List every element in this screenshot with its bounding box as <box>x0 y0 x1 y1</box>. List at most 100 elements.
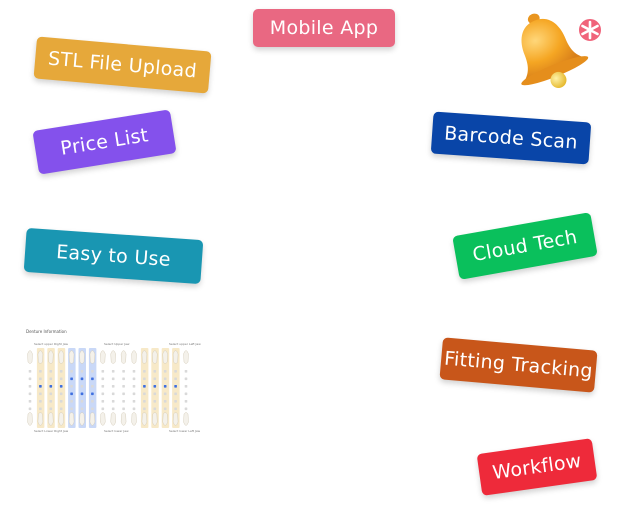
upper-tooth <box>120 350 127 364</box>
tooth-status-dot <box>91 400 94 403</box>
chart-column-bg <box>151 348 159 428</box>
tooth-status-dot <box>39 385 42 388</box>
tooth-status-dot <box>70 377 73 381</box>
workflow-label: Workflow <box>491 449 583 485</box>
tooth-status-dot <box>122 407 125 411</box>
tooth-status-dot <box>80 385 84 388</box>
lower-tooth <box>89 412 96 426</box>
tooth-status-dot <box>132 385 136 388</box>
tooth-status-dot <box>70 370 73 373</box>
mobile-app-tag[interactable]: Mobile App <box>253 9 395 47</box>
tooth-status-dot <box>91 392 94 396</box>
tooth-status-dot <box>28 392 32 396</box>
tooth-status-dot <box>91 377 94 381</box>
tooth-status-dot <box>91 370 94 373</box>
tooth-status-dot <box>184 392 188 396</box>
easy-to-use-tag[interactable]: Easy to Use <box>23 227 204 285</box>
tooth-status-dot <box>143 407 146 411</box>
tooth-status-dot <box>122 377 125 381</box>
quadrant-label-upper-right: Select upper Right Jaw <box>34 342 68 346</box>
fitting-tracking-label: Fitting Tracking <box>443 347 594 383</box>
upper-tooth <box>141 350 148 364</box>
tooth-status-dot <box>143 385 146 388</box>
tooth-status-dot <box>174 400 177 403</box>
tooth-status-dot <box>163 392 167 396</box>
upper-tooth <box>68 350 75 364</box>
tooth-status-dot <box>101 400 105 403</box>
tooth-status-dot <box>28 407 32 411</box>
denture-chart-graphic <box>27 348 189 428</box>
tooth-status-dot <box>184 407 188 411</box>
tooth-status-dot <box>49 407 53 411</box>
tooth-status-dot <box>184 377 188 381</box>
tooth-status-dot <box>28 370 32 373</box>
upper-tooth <box>89 350 96 364</box>
lower-tooth <box>48 412 54 426</box>
tooth-status-dot <box>122 370 125 373</box>
bell-icon <box>521 13 603 88</box>
chart-column-bg <box>68 348 76 428</box>
quadrant-label-lower-right: Select Lower Right Jaw <box>34 429 69 433</box>
price-list-tag[interactable]: Price List <box>32 109 177 175</box>
stl-file-upload-tag[interactable]: STL File Upload <box>33 36 212 94</box>
tooth-status-dot <box>49 377 53 381</box>
lower-tooth <box>68 412 75 426</box>
tooth-status-dot <box>80 392 84 396</box>
tooth-status-dot <box>70 392 73 396</box>
upper-tooth <box>131 350 137 364</box>
upper-tooth <box>79 350 85 364</box>
lower-tooth <box>183 412 189 426</box>
lower-tooth <box>58 412 64 426</box>
lower-tooth <box>110 412 116 426</box>
tooth-status-dot <box>91 385 94 388</box>
barcode-scan-tag[interactable]: Barcode Scan <box>430 111 592 165</box>
tooth-status-dot <box>28 385 32 388</box>
tooth-status-dot <box>39 407 42 411</box>
fitting-tracking-tag[interactable]: Fitting Tracking <box>439 337 598 393</box>
quadrant-label-lower: Select lower Jaw <box>104 429 129 433</box>
tooth-status-dot <box>28 377 32 381</box>
upper-tooth <box>172 350 179 364</box>
tooth-status-dot <box>111 400 115 403</box>
upper-tooth <box>183 350 189 364</box>
tooth-status-dot <box>174 407 177 411</box>
tooth-status-dot <box>101 377 105 381</box>
upper-tooth <box>152 350 158 364</box>
tooth-status-dot <box>101 407 105 411</box>
upper-tooth <box>100 350 106 364</box>
lower-tooth <box>120 412 127 426</box>
tooth-status-dot <box>39 400 42 403</box>
tooth-status-dot <box>132 377 136 381</box>
tooth-status-dot <box>80 377 84 381</box>
cloud-tech-tag[interactable]: Cloud Tech <box>452 212 598 280</box>
tooth-status-dot <box>59 400 63 403</box>
denture-chart-thumbnail: Denture Information Select upper Right J… <box>24 328 202 440</box>
tooth-status-dot <box>153 385 157 388</box>
tooth-status-dot <box>91 407 94 411</box>
tooth-status-dot <box>143 400 146 403</box>
bell-notification-graphic <box>498 6 608 98</box>
tooth-status-dot <box>80 400 84 403</box>
tooth-status-dot <box>132 400 136 403</box>
upper-tooth <box>58 350 64 364</box>
quadrant-label-upper: Select Upper Jaw <box>104 342 130 346</box>
lower-tooth <box>27 412 33 426</box>
tooth-status-dot <box>111 385 115 388</box>
chart-column-bg <box>161 348 170 428</box>
tooth-status-dot <box>49 385 53 388</box>
tooth-status-dot <box>174 392 177 396</box>
tooth-status-dot <box>59 407 63 411</box>
tooth-status-dot <box>153 377 157 381</box>
tooth-status-dot <box>174 377 177 381</box>
tooth-status-dot <box>122 400 125 403</box>
tooth-status-dot <box>28 400 32 403</box>
tooth-status-dot <box>153 400 157 403</box>
tooth-status-dot <box>101 385 105 388</box>
tooth-status-dot <box>80 370 84 373</box>
easy-to-use-label: Easy to Use <box>55 241 172 271</box>
lower-tooth <box>141 412 148 426</box>
chart-column-bg <box>78 348 86 428</box>
quadrant-label-lower-left: Select lower Left Jaw <box>169 429 201 433</box>
tooth-status-dot <box>163 407 167 411</box>
workflow-tag[interactable]: Workflow <box>476 438 598 496</box>
